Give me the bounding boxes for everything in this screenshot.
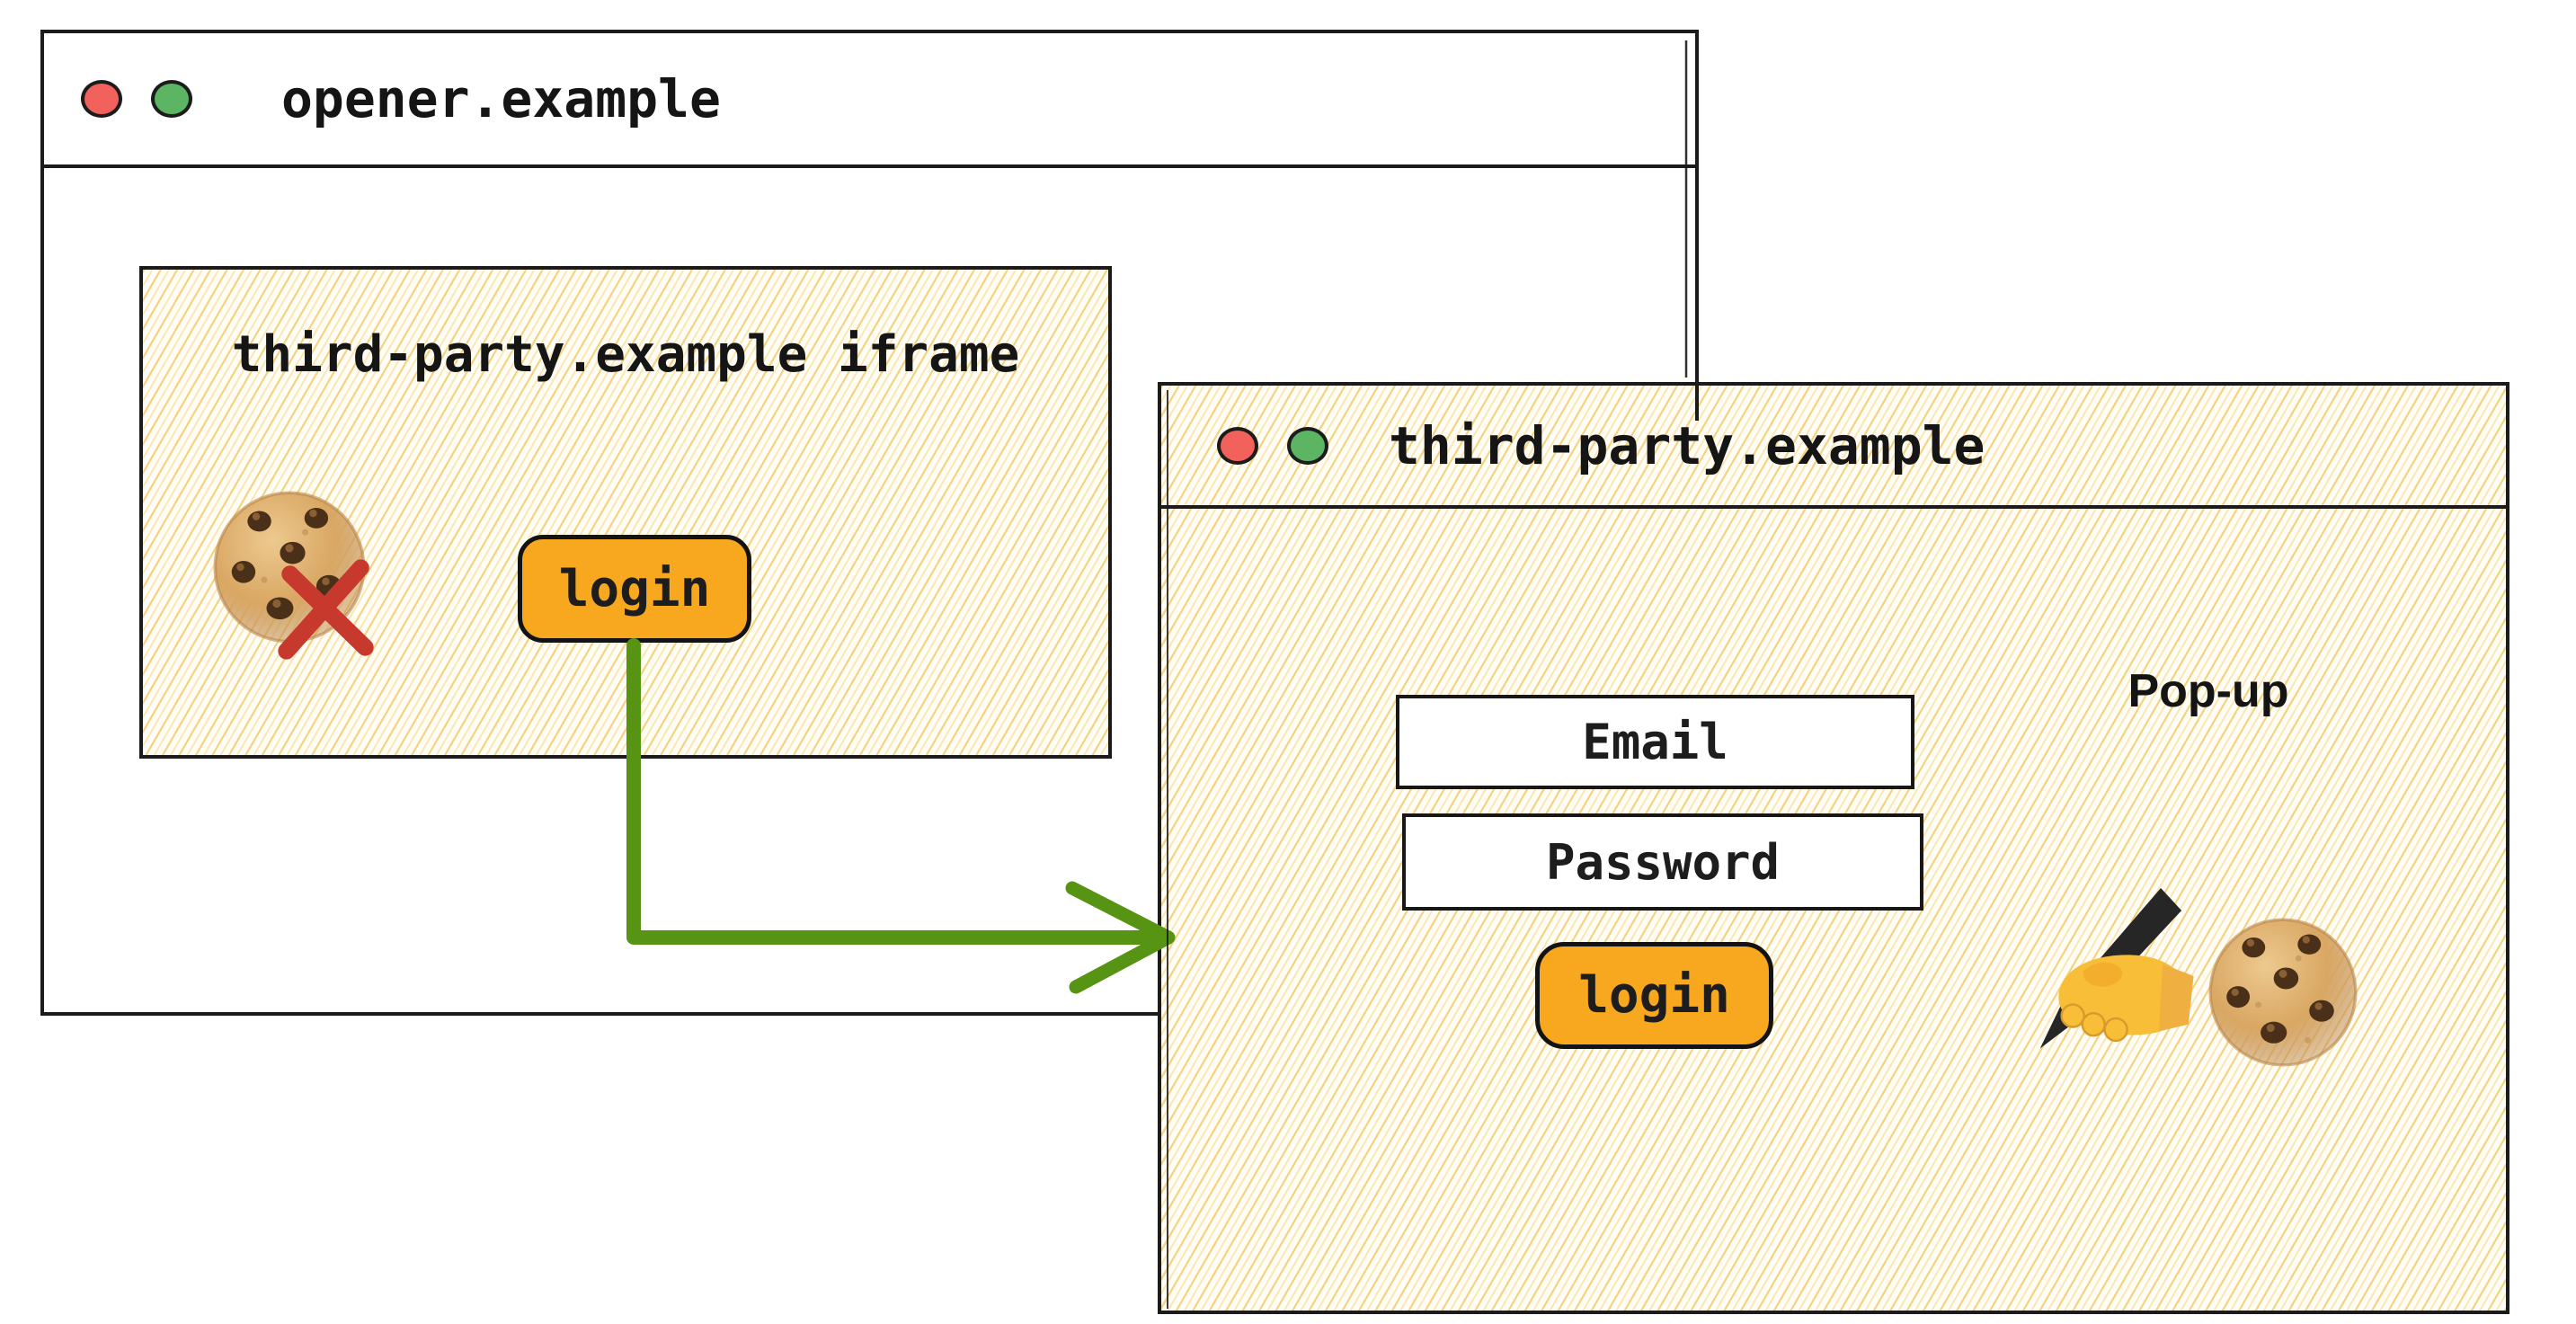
popup-login-button[interactable]: login (1535, 942, 1773, 1049)
red-traffic-light-icon[interactable] (81, 80, 122, 118)
iframe-login-button[interactable]: login (518, 535, 751, 643)
red-traffic-light-icon[interactable] (1217, 426, 1258, 465)
iframe-label: third-party.example iframe (231, 325, 1020, 384)
blocked-x-icon (270, 555, 385, 663)
third-party-iframe: third-party.example iframe login (139, 266, 1112, 759)
popup-window-title: third-party.example (1389, 414, 1985, 476)
green-traffic-light-icon[interactable] (151, 80, 192, 118)
popup-titlebar: third-party.example (1161, 386, 2506, 509)
opener-titlebar: opener.example (44, 33, 1695, 168)
popup-window: third-party.example Pop-up Email Passwor… (1158, 382, 2509, 1314)
green-traffic-light-icon[interactable] (1287, 426, 1328, 465)
writing-hand-icon (2039, 888, 2195, 1050)
opener-window-title: opener.example (281, 68, 721, 129)
password-input[interactable]: Password (1402, 813, 1923, 911)
popup-annotation-label: Pop-up (2127, 665, 2289, 717)
cookie-icon (2208, 918, 2358, 1067)
email-input[interactable]: Email (1396, 695, 1914, 789)
